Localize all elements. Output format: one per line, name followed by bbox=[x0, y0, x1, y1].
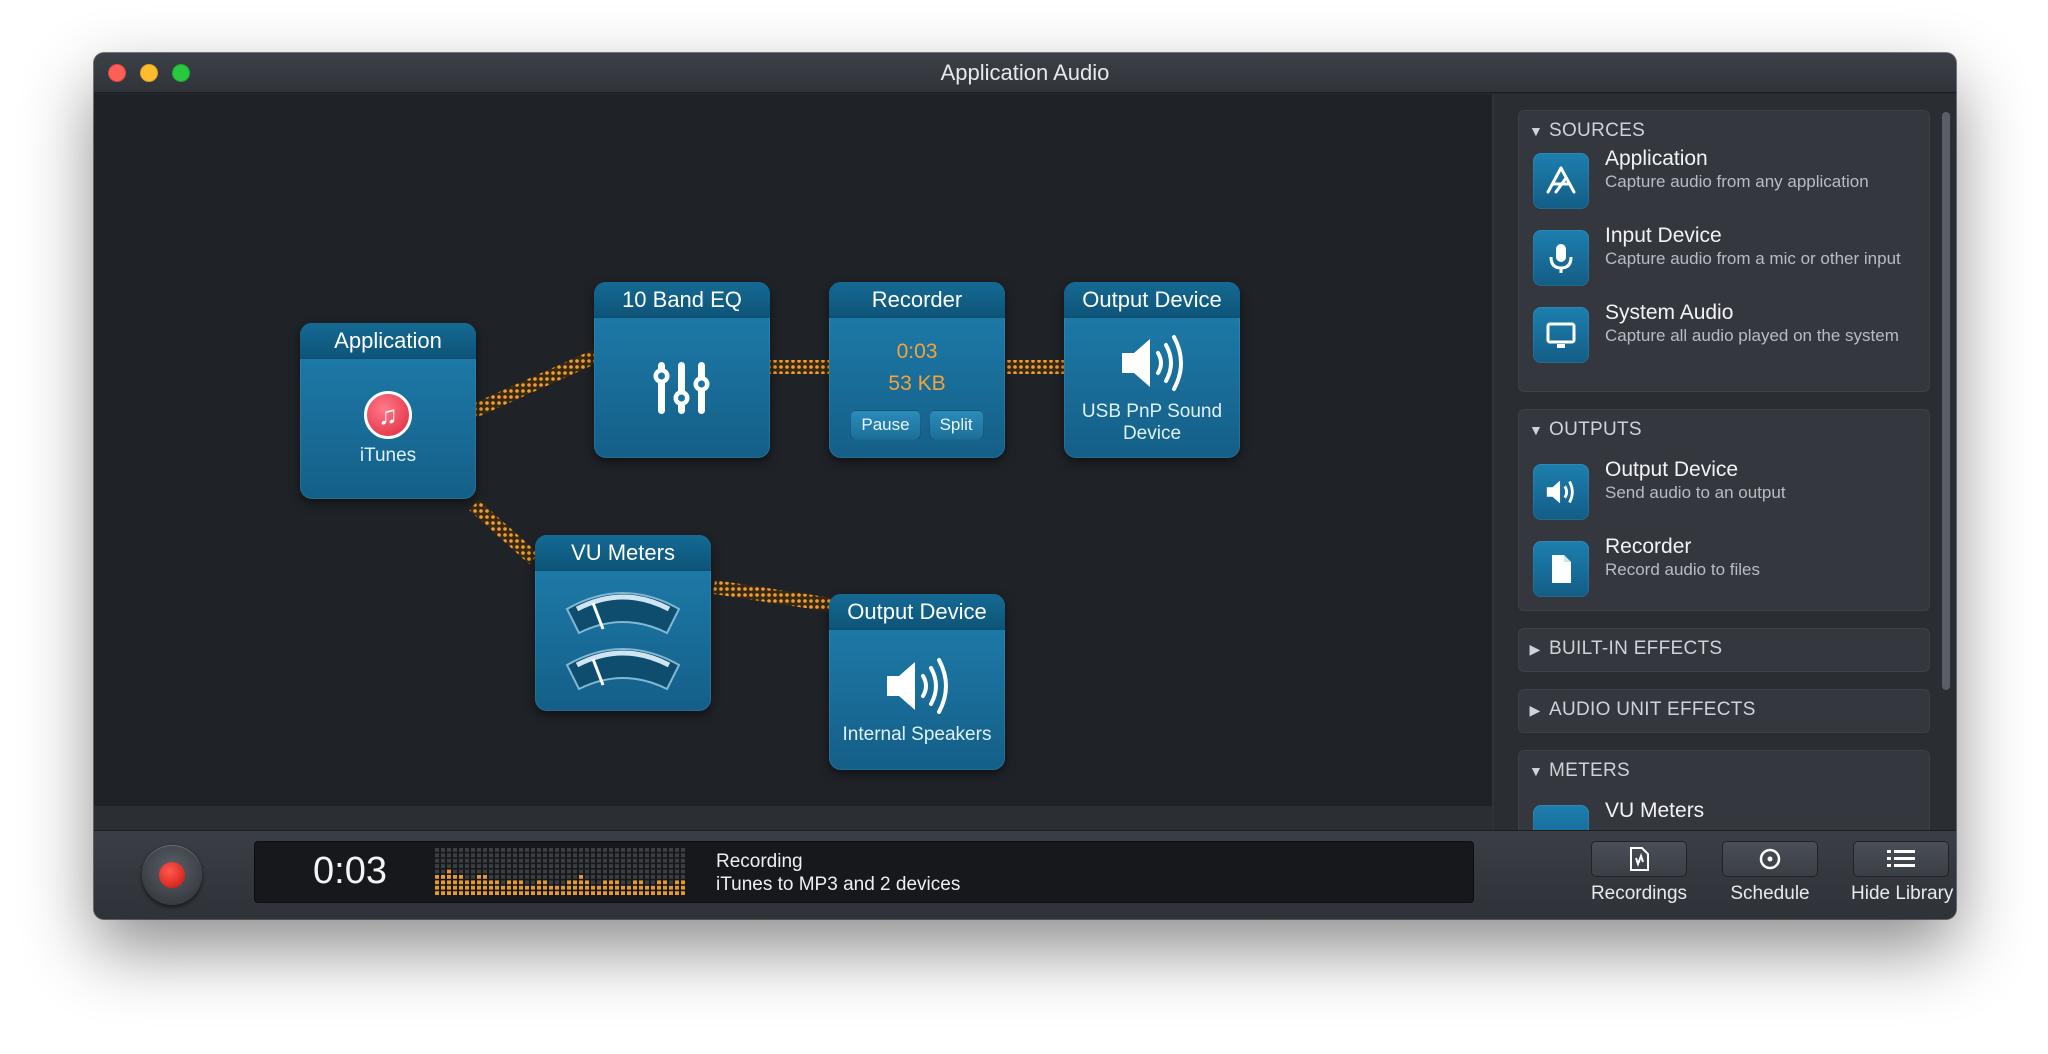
app-store-icon bbox=[1533, 153, 1589, 209]
elapsed-time: 0:03 bbox=[313, 850, 387, 892]
node-title: Output Device bbox=[1064, 282, 1240, 318]
schedule-tool[interactable]: Schedule bbox=[1720, 841, 1820, 905]
window-controls bbox=[108, 64, 190, 82]
itunes-icon: ♫ bbox=[364, 391, 412, 439]
split-button[interactable]: Split bbox=[928, 410, 984, 440]
chevron-right-icon: ▶ bbox=[1529, 701, 1541, 718]
titlebar: Application Audio bbox=[94, 53, 1956, 93]
library-item-vu-meters[interactable]: VU Meters bbox=[1533, 795, 1919, 830]
recording-status: Recording iTunes to MP3 and 2 devices bbox=[716, 850, 960, 896]
recorder-file-size: 53 KB bbox=[888, 372, 946, 395]
hide-library-tool[interactable]: Hide Library bbox=[1851, 841, 1954, 905]
clock-icon bbox=[1759, 848, 1781, 870]
node-application[interactable]: Application ♫ iTunes bbox=[300, 323, 476, 499]
recordings-icon bbox=[1630, 847, 1649, 871]
builtin-effects-group[interactable]: ▶ BUILT-IN EFFECTS bbox=[1518, 628, 1930, 672]
monitor-icon bbox=[1533, 307, 1589, 363]
recordings-label: Recordings bbox=[1590, 883, 1688, 904]
speaker-icon bbox=[887, 658, 948, 714]
node-title: Output Device bbox=[829, 594, 1005, 630]
recording-status-detail: iTunes to MP3 and 2 devices bbox=[716, 874, 961, 895]
library-item-description: Capture audio from any application bbox=[1605, 172, 1869, 191]
library-item-application[interactable]: Application Capture audio from any appli… bbox=[1533, 143, 1919, 213]
library-item-title: Recorder bbox=[1605, 535, 1692, 558]
wire-application-to-vu bbox=[469, 499, 539, 565]
meters-group: ▼ METERS VU Meters bbox=[1518, 750, 1930, 830]
record-button[interactable] bbox=[142, 845, 202, 905]
status-display: 0:03 Recording iTunes to MP3 and 2 devic… bbox=[254, 841, 1474, 903]
recording-status-title: Recording bbox=[716, 851, 803, 872]
speaker-icon bbox=[1122, 335, 1183, 391]
library-item-title: Input Device bbox=[1605, 224, 1722, 247]
microphone-icon bbox=[1533, 230, 1589, 286]
library-item-title: Application bbox=[1605, 147, 1708, 170]
hide-library-label: Hide Library bbox=[1851, 883, 1954, 904]
node-title: 10 Band EQ bbox=[594, 282, 770, 318]
document-icon bbox=[1533, 541, 1589, 597]
speaker-icon bbox=[1533, 464, 1589, 520]
sidebar-scrollbar[interactable] bbox=[1942, 112, 1950, 690]
outputs-header[interactable]: ▼ OUTPUTS bbox=[1529, 419, 1642, 440]
node-caption: Internal Speakers bbox=[842, 724, 992, 745]
hide-library-button[interactable] bbox=[1853, 841, 1949, 877]
list-icon bbox=[1887, 850, 1915, 867]
pause-button[interactable]: Pause bbox=[850, 410, 921, 440]
chevron-down-icon: ▼ bbox=[1529, 422, 1544, 438]
routing-canvas[interactable]: Application ♫ iTunes 10 Band EQ bbox=[94, 94, 1492, 806]
audio-unit-effects-group[interactable]: ▶ AUDIO UNIT EFFECTS bbox=[1518, 689, 1930, 733]
library-item-description: Capture audio from a mic or other input bbox=[1605, 249, 1901, 268]
split-view-divider[interactable] bbox=[1492, 94, 1494, 830]
node-output-usb[interactable]: Output Device USB PnP Sound Device bbox=[1064, 282, 1240, 458]
node-vu-meters[interactable]: VU Meters bbox=[535, 535, 711, 711]
wire-application-to-eq bbox=[471, 349, 599, 418]
record-icon bbox=[159, 862, 185, 888]
library-item-title: System Audio bbox=[1605, 301, 1734, 324]
outputs-group: ▼ OUTPUTS Output Device Send audio to an… bbox=[1518, 409, 1930, 611]
library-item-output-device[interactable]: Output Device Send audio to an output bbox=[1533, 454, 1919, 524]
node-title: Application bbox=[300, 323, 476, 359]
node-output-internal[interactable]: Output Device Internal Speakers bbox=[829, 594, 1005, 770]
level-meter bbox=[435, 848, 685, 895]
minimize-window-button[interactable] bbox=[140, 64, 158, 82]
vu-meter-icon bbox=[565, 592, 681, 691]
library-item-description: Capture all audio played on the system bbox=[1605, 326, 1899, 345]
vu-meter-icon bbox=[1533, 805, 1589, 830]
schedule-button[interactable] bbox=[1722, 841, 1818, 877]
recorder-elapsed-time: 0:03 bbox=[896, 340, 938, 363]
wire-vu-to-output bbox=[712, 580, 834, 612]
node-caption: iTunes bbox=[359, 445, 417, 466]
chevron-right-icon: ▶ bbox=[1529, 640, 1541, 657]
library-item-recorder[interactable]: Recorder Record audio to files bbox=[1533, 531, 1919, 601]
node-recorder[interactable]: Recorder 0:03 53 KB Pause Split bbox=[829, 282, 1005, 458]
library-item-input-device[interactable]: Input Device Capture audio from a mic or… bbox=[1533, 220, 1919, 290]
chevron-down-icon: ▼ bbox=[1529, 123, 1544, 139]
library-item-description: Record audio to files bbox=[1605, 560, 1760, 579]
close-window-button[interactable] bbox=[108, 64, 126, 82]
recordings-button[interactable] bbox=[1591, 841, 1687, 877]
builtin-effects-header[interactable]: ▶ BUILT-IN EFFECTS bbox=[1529, 638, 1723, 659]
meters-header[interactable]: ▼ METERS bbox=[1529, 760, 1630, 781]
chevron-down-icon: ▼ bbox=[1529, 763, 1544, 779]
sources-group: ▼ SOURCES Application Capture audio from… bbox=[1518, 110, 1930, 392]
library-item-description: Send audio to an output bbox=[1605, 483, 1786, 502]
recordings-tool[interactable]: Recordings bbox=[1589, 841, 1689, 905]
window-title: Application Audio bbox=[940, 59, 1110, 85]
node-title: VU Meters bbox=[535, 535, 711, 571]
node-eq[interactable]: 10 Band EQ bbox=[594, 282, 770, 458]
library-item-title: Output Device bbox=[1605, 458, 1739, 481]
equalizer-icon bbox=[653, 362, 710, 414]
zoom-window-button[interactable] bbox=[172, 64, 190, 82]
node-caption: USB PnP Sound Device bbox=[1081, 401, 1223, 444]
audio-unit-effects-header[interactable]: ▶ AUDIO UNIT EFFECTS bbox=[1529, 699, 1756, 720]
schedule-label: Schedule bbox=[1730, 883, 1810, 904]
library-sidebar: ▼ SOURCES Application Capture audio from… bbox=[1494, 94, 1956, 830]
node-title: Recorder bbox=[829, 282, 1005, 318]
bottom-toolbar: 0:03 Recording iTunes to MP3 and 2 devic… bbox=[94, 830, 1956, 919]
library-item-system-audio[interactable]: System Audio Capture all audio played on… bbox=[1533, 297, 1919, 367]
library-item-title: VU Meters bbox=[1605, 799, 1705, 822]
connection-wires bbox=[469, 349, 1066, 612]
app-window: Application Audio Application ♫ iTu bbox=[94, 53, 1956, 919]
sources-header[interactable]: ▼ SOURCES bbox=[1529, 120, 1646, 141]
